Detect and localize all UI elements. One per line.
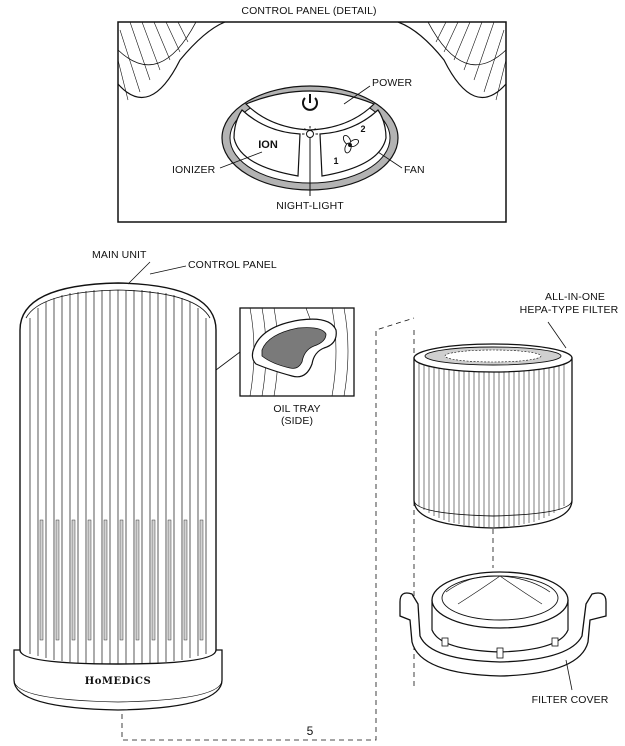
brand-logo: HoMEDiCS: [85, 676, 151, 687]
fan-label: FAN: [404, 164, 425, 176]
ion-button-label: ION: [258, 139, 278, 151]
hepa-filter: [413, 343, 573, 529]
filter-label-line2: HEPA-TYPE FILTER: [520, 304, 619, 316]
filter-cover-label: FILTER COVER: [532, 694, 609, 706]
oil-tray-detail: [239, 307, 355, 397]
control-panel-detail: ION 2 1 POWER IONIZER FAN NIGHT-LIGHT: [117, 21, 507, 223]
power-label: POWER: [372, 77, 412, 89]
main-unit: HoMEDiCS: [13, 282, 223, 711]
power-icon: [302, 94, 318, 111]
fan-speed-2: 2: [360, 124, 365, 134]
control-panel-label: CONTROL PANEL: [188, 259, 277, 271]
oil-tray-label-line1: OIL TRAY: [273, 403, 320, 415]
detail-title: CONTROL PANEL (DETAIL): [241, 5, 376, 17]
fan-speed-1: 1: [333, 156, 338, 166]
main-unit-vents: [39, 519, 204, 641]
fan-icon: [342, 134, 360, 154]
night-light-icon: [302, 126, 318, 138]
night-light-label: NIGHT-LIGHT: [276, 200, 344, 212]
main-unit-ribs: [29, 290, 207, 664]
page-number: 5: [307, 724, 314, 738]
filter-label-line1: ALL-IN-ONE: [545, 291, 605, 303]
ion-button[interactable]: [233, 109, 301, 177]
filter-cover: [399, 571, 607, 677]
oil-tray-label-line2: (SIDE): [281, 415, 313, 427]
unit-top-surface: [118, 22, 506, 101]
main-unit-label: MAIN UNIT: [92, 249, 147, 261]
ionizer-label: IONIZER: [172, 164, 216, 176]
